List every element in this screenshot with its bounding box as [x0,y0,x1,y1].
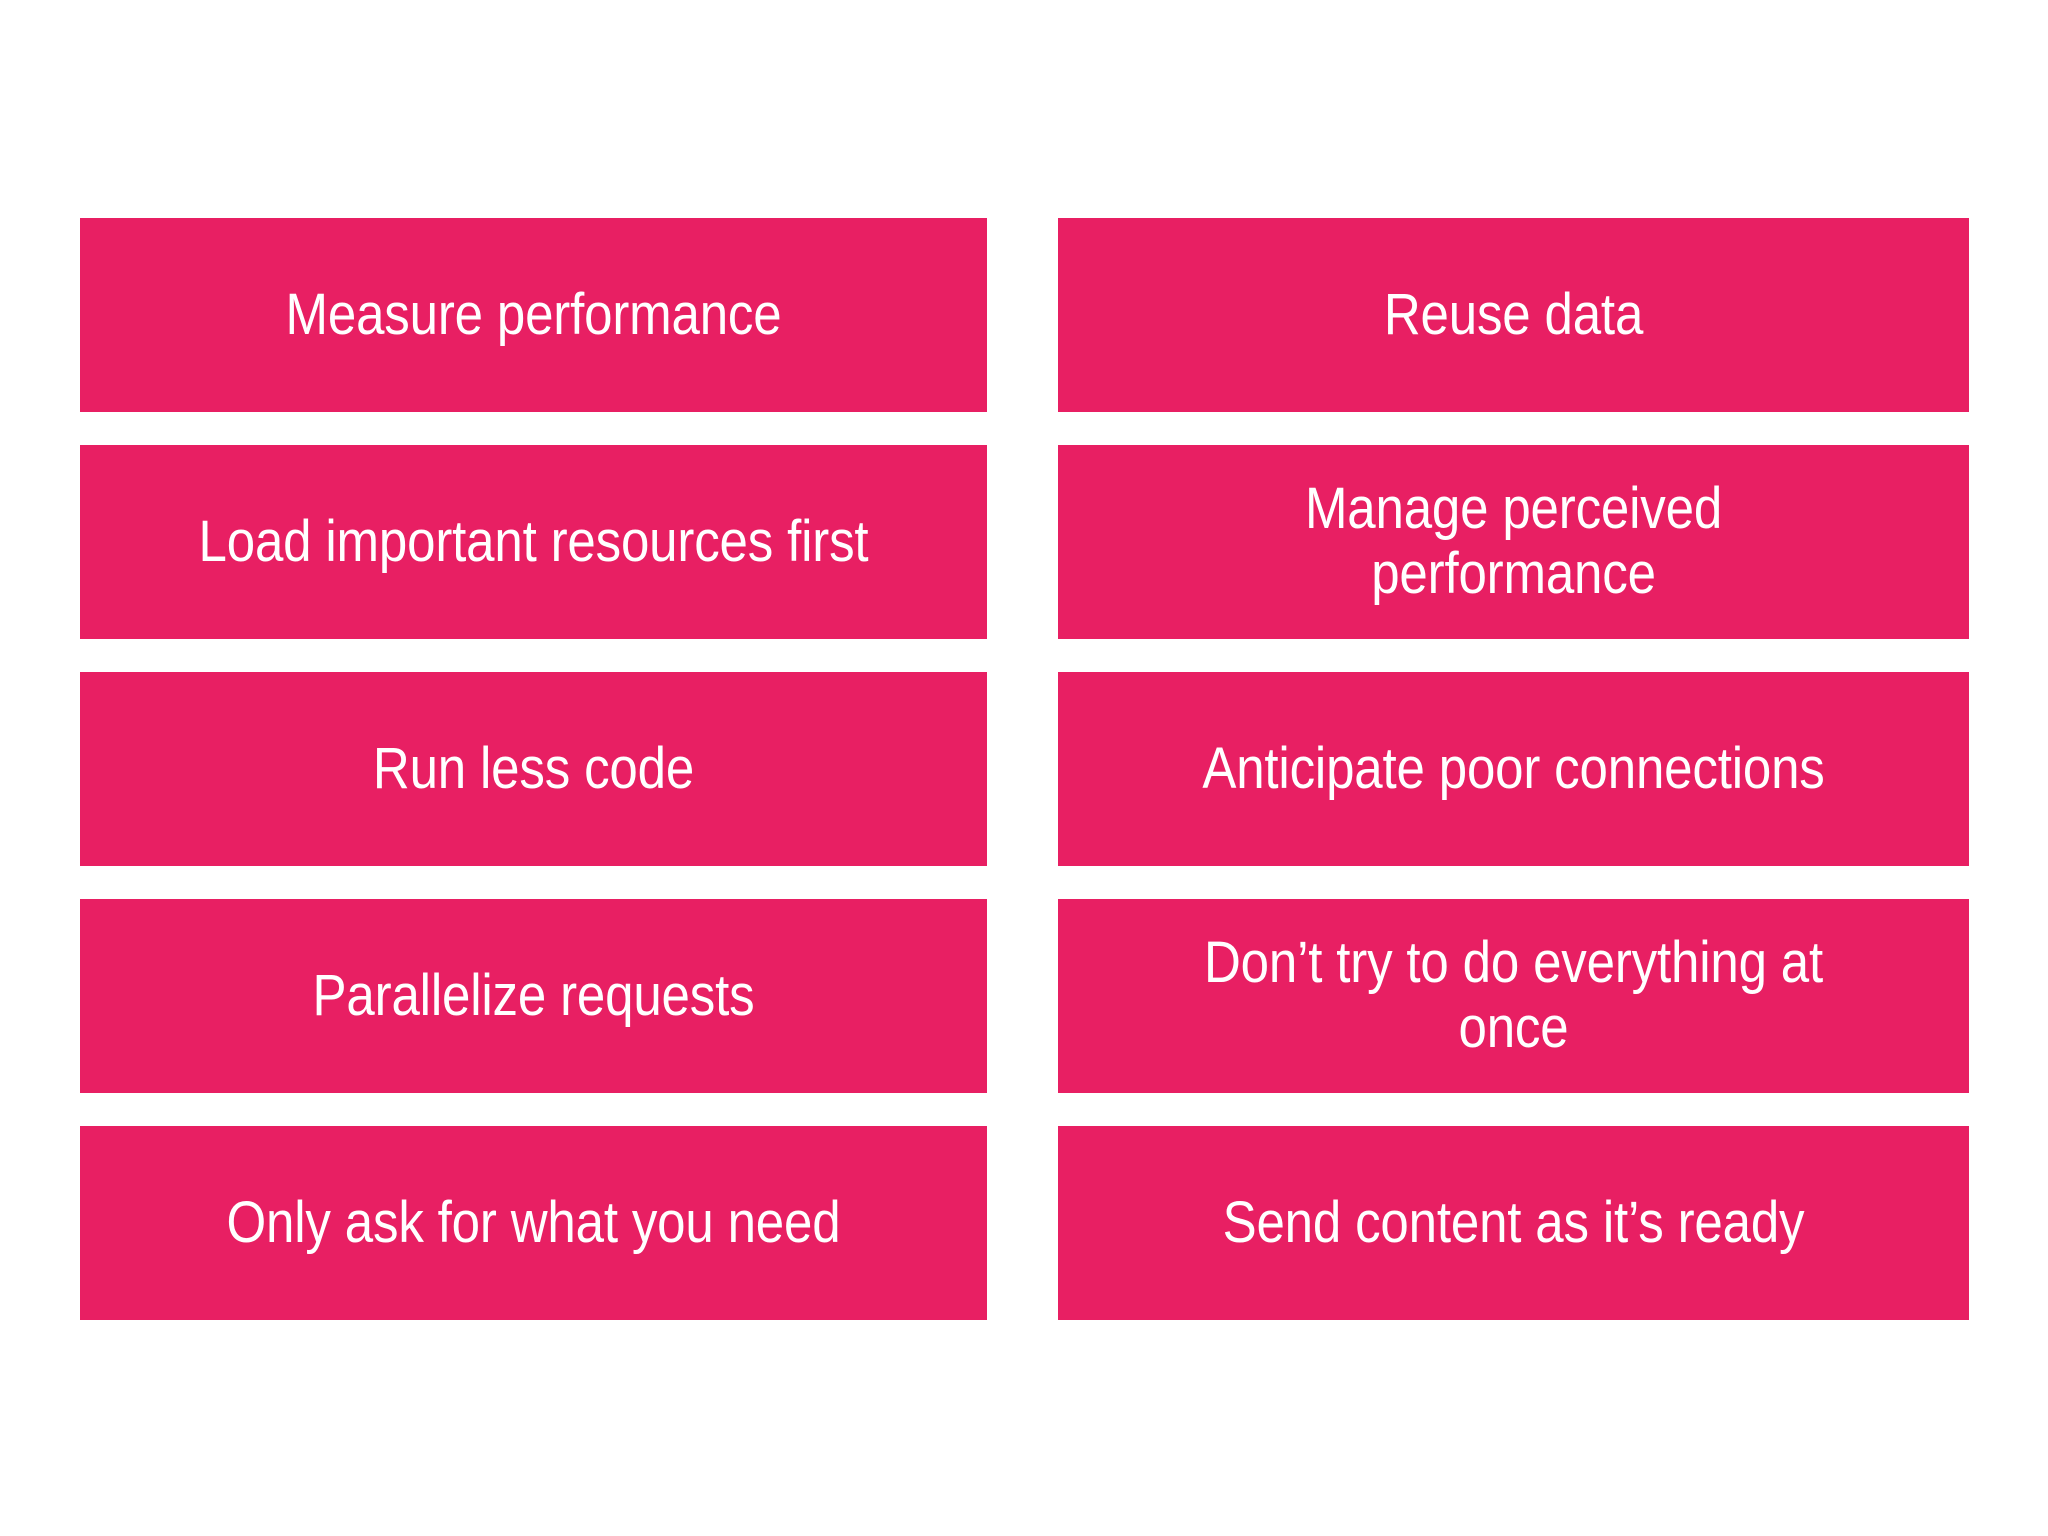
card-right-3[interactable]: Anticipate poor connections [1058,672,1969,866]
card-right-1[interactable]: Reuse data [1058,218,1969,412]
card-label: Measure performance [285,281,782,347]
card-right-4[interactable]: Don’t try to do everything at once [1058,899,1969,1093]
card-label: Anticipate poor connections [1202,735,1825,801]
card-left-2[interactable]: Load important resources first [80,445,987,639]
column-gutter [987,218,1058,412]
card-right-2[interactable]: Manage perceived performance [1058,445,1969,639]
card-left-3[interactable]: Run less code [80,672,987,866]
card-label: Don’t try to do everything at once [1203,930,1824,1060]
card-label: Run less code [372,735,695,801]
card-left-5[interactable]: Only ask for what you need [80,1126,987,1320]
card-label: Send content as it’s ready [1222,1189,1805,1255]
principles-grid: Measure performance Load important resou… [80,218,1969,1320]
card-right-5[interactable]: Send content as it’s ready [1058,1126,1969,1320]
card-label: Parallelize requests [312,962,755,1028]
card-label: Only ask for what you need [226,1189,841,1255]
card-left-1[interactable]: Measure performance [80,218,987,412]
card-label: Load important resources first [198,508,869,574]
card-label: Reuse data [1383,281,1644,347]
card-left-4[interactable]: Parallelize requests [80,899,987,1093]
card-label: Manage perceived performance [1304,476,1723,606]
